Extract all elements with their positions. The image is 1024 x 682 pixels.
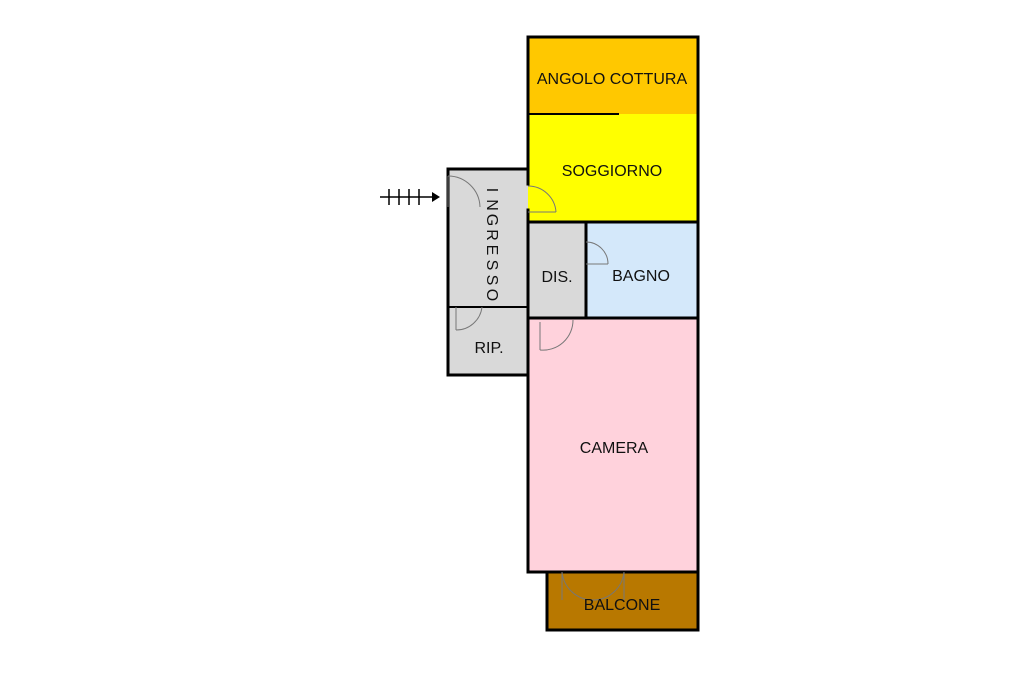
room-angolo-cottura	[528, 37, 698, 114]
label-ingresso-letter: S	[483, 260, 500, 271]
label-rip: RIP.	[474, 340, 503, 357]
label-balcone: BALCONE	[584, 597, 660, 614]
label-ingresso-letter: R	[483, 229, 500, 241]
room-rip	[448, 307, 528, 375]
room-balcone	[547, 572, 698, 630]
door-swings	[447, 175, 625, 601]
label-ingresso-letter: O	[483, 289, 500, 301]
walls	[446, 35, 700, 632]
label-soggiorno: SOGGIORNO	[562, 163, 662, 180]
label-dis: DIS.	[541, 269, 572, 286]
room-ingresso	[448, 169, 528, 307]
label-ingresso-letter: S	[483, 275, 500, 286]
room-camera	[528, 318, 698, 572]
room-bagno	[586, 222, 698, 318]
label-ingresso-letter: I	[483, 188, 500, 192]
label-bagno: BAGNO	[612, 268, 670, 285]
label-angolo-cottura: ANGOLO COTTURA	[537, 71, 688, 88]
room-soggiorno	[528, 114, 698, 222]
label-camera: CAMERA	[580, 440, 649, 457]
label-ingresso-letter: N	[483, 199, 500, 211]
label-ingresso-letter: E	[483, 245, 500, 256]
room-dis	[528, 222, 586, 319]
entrance-arrow-icon	[380, 189, 440, 205]
label-ingresso-letter: G	[483, 214, 500, 226]
